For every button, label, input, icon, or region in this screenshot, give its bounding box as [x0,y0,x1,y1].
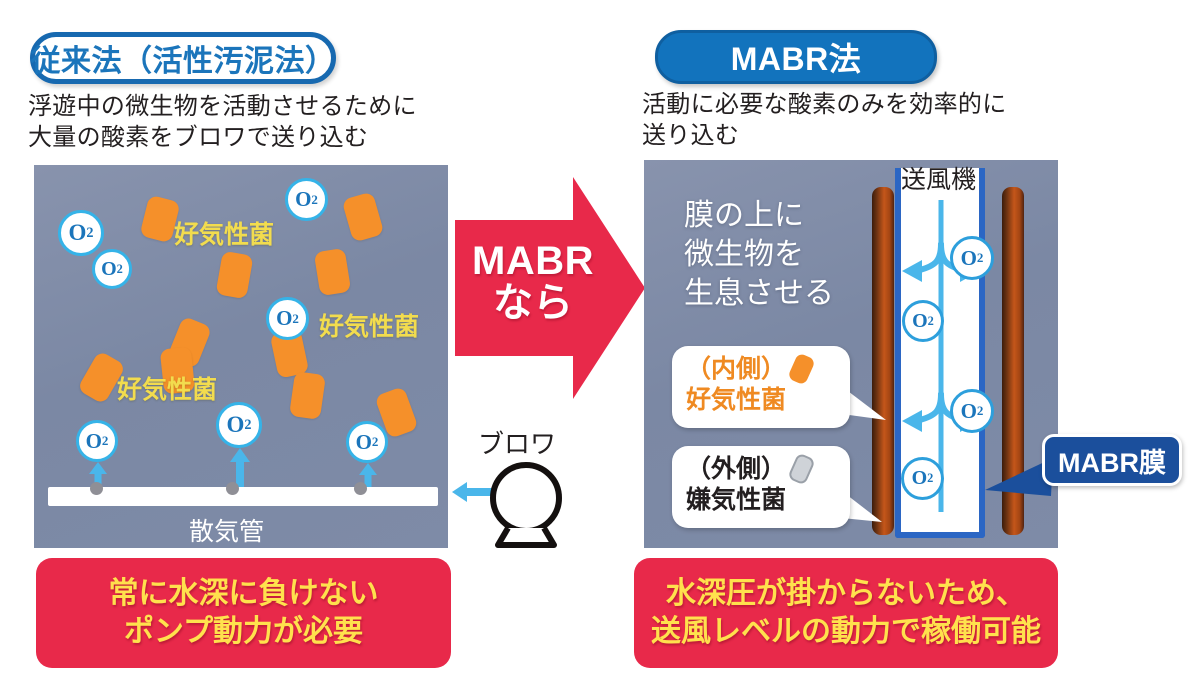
aerobic-bacteria-label: 好気性菌 [117,376,218,404]
oxygen-bubble-label: O [276,306,293,330]
oxygen-bubble-label: O [226,412,245,437]
fan-label: 送風機 [901,166,977,194]
oxygen-bubble-label: O [295,187,312,211]
mabr-method-banner: 水深圧が掛からないため、 送風レベルの動力で稼働可能 [634,558,1058,668]
aerobic-bacteria-capsule [215,250,254,300]
inner-callout-line-2: 好気性菌 [686,385,836,416]
airflow-trunk-line-bottom [938,402,944,512]
inner-callout-species: 好気性菌 [686,385,787,414]
outer-callout-label: （外側） [686,455,787,483]
oxygen-bubble-subscript: 2 [927,313,934,328]
oxygen-bubble-label: O [911,467,928,489]
aerobic-bacteria-capsule [341,191,385,243]
diffuser-nozzle [226,482,239,495]
conventional-method-subtitle: 浮遊中の微生物を活動させるために 大量の酸素をブロワで送り込む [28,93,417,151]
oxygen-bubble-label: O [355,429,372,454]
diffuser-pipe [48,487,438,506]
mabr-transition-arrow [455,177,645,399]
aerobic-bacteria-label: 好気性菌 [319,313,420,341]
mabr-method-subtitle: 活動に必要な酸素のみを効率的に 送り込む [642,91,1007,149]
blower-feed-arrow-icon [452,482,492,502]
outer-anaerobic-callout: （外側） 嫌気性菌 [672,446,850,528]
mabr-film-callout: MABR膜 [1042,434,1182,486]
inner-callout-label: （内側） [686,355,787,383]
aerobic-bacteria-label: 好気性菌 [174,221,275,249]
anaerobic-bacteria-capsule-icon [787,452,816,486]
mabr-membrane-right [1002,187,1024,535]
mabr-transition-arrow-text: MABR なら [468,240,598,324]
outer-callout-line-1: （外側） [686,452,836,486]
air-up-arrow-icon [89,462,107,492]
mabr-method-heading: MABR法 [655,30,937,84]
mabr-film-callout-tail [985,458,1053,496]
oxygen-bubble-label: O [101,257,117,280]
oxygen-bubble-subscript: 2 [101,433,109,448]
oxygen-bubble-subscript: 2 [86,224,94,241]
inner-callout-line-1: （内側） [686,352,836,386]
oxygen-bubble-subscript: 2 [311,191,318,207]
oxygen-bubble-subscript: 2 [976,250,984,265]
aerobic-bacteria-capsule [313,247,352,297]
oxygen-bubble-subscript: 2 [371,434,379,449]
mabr-membrane-left [872,187,894,535]
oxygen-bubble-subscript: 2 [116,261,123,276]
outer-callout-species: 嫌気性菌 [686,485,787,514]
oxygen-bubble-subscript: 2 [292,310,299,326]
aerobic-bacteria-capsule [289,371,326,420]
conventional-method-banner: 常に水深に負けない ポンプ動力が必要 [36,558,451,668]
oxygen-bubble-subscript: 2 [976,403,984,418]
oxygen-bubble-subscript: 2 [244,416,252,433]
outer-callout-line-2: 嫌気性菌 [686,485,836,516]
oxygen-bubble-subscript: 2 [927,471,934,485]
blower-icon [490,462,562,548]
mabr-film-label: MABR膜 [1058,447,1166,478]
oxygen-bubble-label: O [85,428,102,453]
oxygen-bubble-label: O [912,309,928,332]
blower-label: ブロワ [478,429,557,459]
air-up-arrow-icon [230,448,250,492]
inner-aerobic-callout: （内側） 好気性菌 [672,346,850,428]
conventional-method-panel: 従来法（活性汚泥法） 浮遊中の微生物を活動させるために 大量の酸素をブロワで送り… [28,32,562,668]
mabr-arrow-jp-text: なら [493,281,573,325]
conventional-method-heading: 従来法（活性汚泥法） [30,32,336,84]
oxygen-bubble-label: O [960,245,977,270]
mabr-method-panel: MABR法 [600,0,1200,694]
aerobic-bacteria-capsule-icon [787,352,816,386]
oxygen-bubble-label: O [68,220,87,245]
diffuser-nozzle [354,482,367,495]
diffuser-pipe-label: 散気管 [189,518,265,546]
air-up-arrow-icon [359,463,377,492]
diffuser-nozzle [90,482,103,495]
mabr-arrow-latin-text: MABR [472,239,594,283]
airflow-trunk-line [938,252,944,352]
mabr-tank-description: 膜の上に 微生物を 生息させる [684,199,834,310]
oxygen-bubble-label: O [960,398,977,423]
